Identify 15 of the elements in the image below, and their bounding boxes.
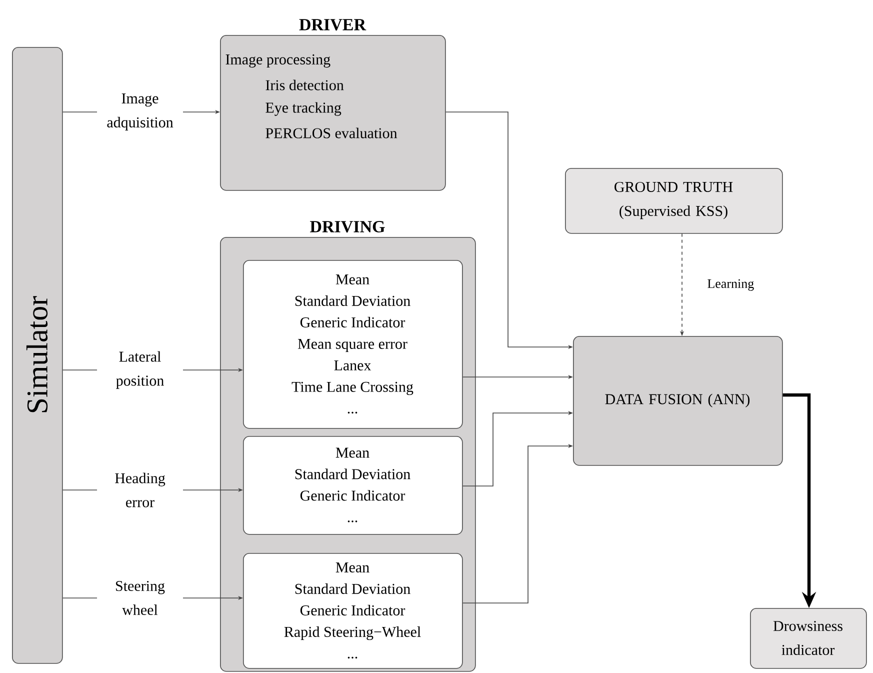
process-box: DATA FUSION (ANN) [573,336,783,466]
edge-label: Lateral position [97,350,183,390]
measure-box: Mean Standard Deviation Generic Indicator Mean square error Lanex Time Lane Crossing ... [243,260,463,429]
edge-label: Learning [708,279,754,291]
edge-label: Steering wheel [97,580,183,616]
process-box: DRIVER Image processing Iris detection Eye tracking PERCLOS evaluation [220,19,446,191]
edge-label: Image adquisition [97,92,183,132]
measure-box: Mean Standard Deviation Generic Indicator ... [243,436,463,535]
output-box: Drowsiness indicator [750,608,867,669]
node-label: DRIVING [310,220,385,232]
measure-box: Mean Standard Deviation Generic Indicator Rapid Steering−Wheel ... [243,553,463,669]
node-label: DRIVER [299,19,366,30]
simulator-bar: Simulator [12,47,63,664]
process-box: GROUND TRUTH (Supervised KSS) [565,168,783,234]
edge-label: Heading error [97,472,183,508]
